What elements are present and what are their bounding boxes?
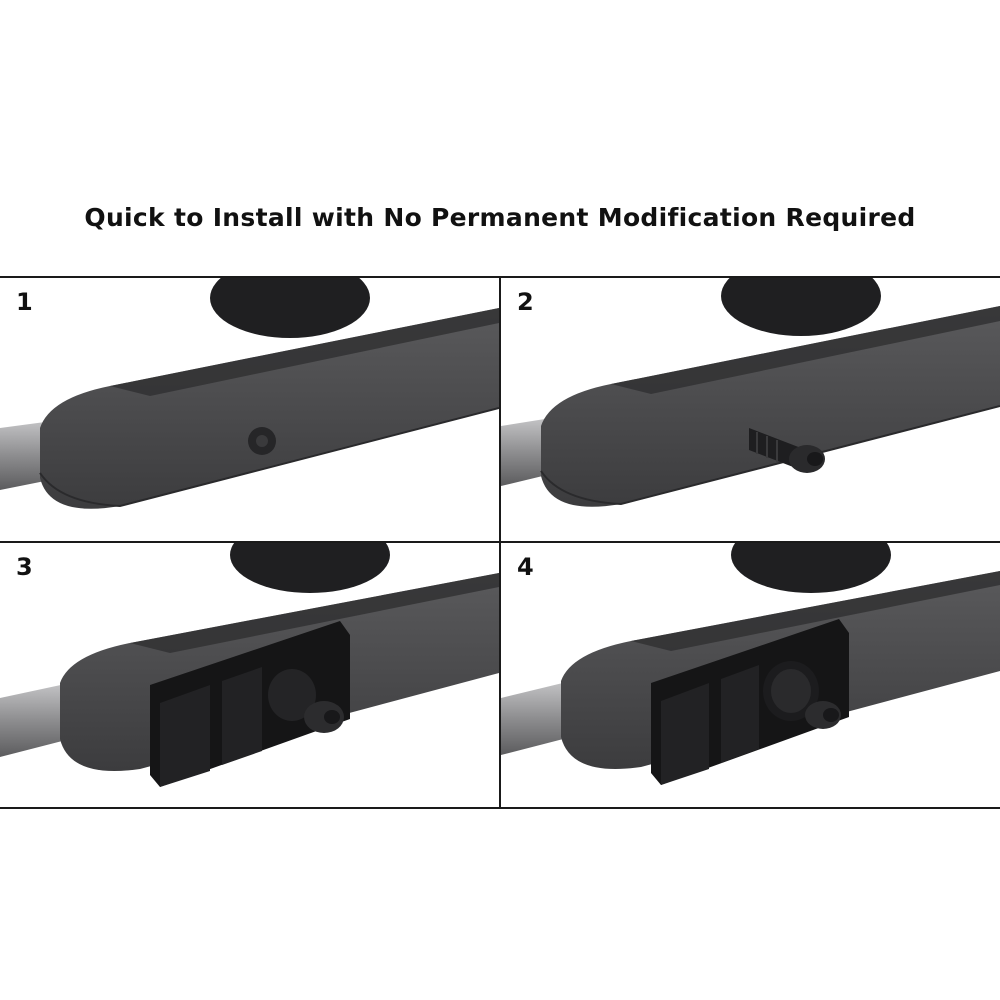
step-number: 3	[16, 553, 33, 581]
step-panel-2: 2	[501, 278, 1000, 541]
step-panel-3: 3	[0, 543, 499, 807]
step-number: 1	[16, 288, 33, 316]
rifle-forend-photo	[501, 543, 1000, 785]
step-number: 4	[517, 553, 534, 581]
rifle-forend-photo	[0, 278, 499, 509]
mount-adapter	[651, 619, 849, 785]
scope	[731, 543, 891, 593]
grid-divider-horizontal	[0, 541, 1000, 543]
barrel	[501, 681, 571, 755]
scope	[230, 543, 390, 593]
stock	[541, 306, 1000, 507]
extended-stud	[749, 428, 825, 473]
headline: Quick to Install with No Permanent Modif…	[84, 203, 916, 232]
scope	[210, 278, 370, 338]
step-panel-1: 1	[0, 278, 499, 541]
barrel	[501, 418, 551, 486]
mount-adapter	[150, 621, 350, 787]
rifle-forend-photo	[501, 278, 1000, 507]
step-number: 2	[517, 288, 534, 316]
barrel	[0, 683, 70, 757]
stock	[40, 308, 499, 509]
scope	[721, 278, 881, 336]
rifle-forend-photo	[0, 543, 499, 787]
step-panel-4: 4	[501, 543, 1000, 807]
